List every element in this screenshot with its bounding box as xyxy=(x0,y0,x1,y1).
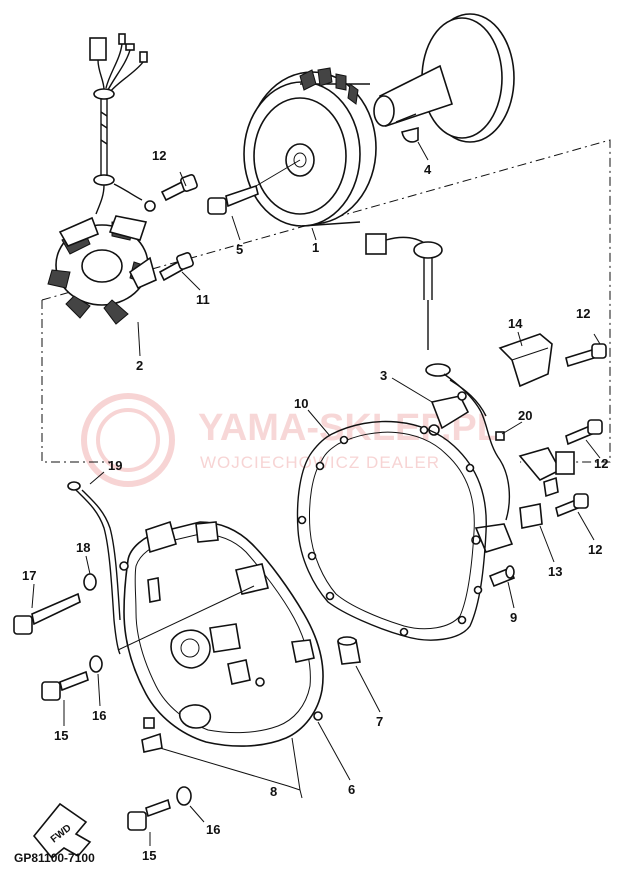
callout-12-sensor: 12 xyxy=(594,456,608,471)
callout-1: 1 xyxy=(312,240,319,255)
diagram-code: GP81100-7100 xyxy=(14,851,95,865)
sensor-20 xyxy=(495,431,575,498)
watermark-logo-icon xyxy=(81,393,175,487)
bolt-12-sensor xyxy=(565,419,603,446)
bolt-12-lower xyxy=(555,493,589,518)
stator-coil xyxy=(47,215,157,325)
collar-7 xyxy=(337,636,361,665)
fwd-arrow: FWD xyxy=(32,802,92,860)
starter-clutch-wheel xyxy=(373,13,515,143)
callout-15-bottom: 15 xyxy=(142,848,156,863)
crankcase-cover xyxy=(119,520,324,747)
callout-16-middle: 16 xyxy=(92,708,106,723)
callout-9: 9 xyxy=(510,610,517,625)
dowel-pin-9 xyxy=(488,565,516,588)
pickup-coil-harness xyxy=(365,233,514,553)
dowel-6 xyxy=(141,717,163,753)
flywheel-rotor xyxy=(243,67,377,227)
grommet-holder xyxy=(519,503,543,529)
callout-17: 17 xyxy=(22,568,36,583)
callout-14: 14 xyxy=(508,316,523,331)
stator-wire-harness xyxy=(89,33,156,215)
rotor-bolt xyxy=(207,159,301,215)
washer-16-bottom xyxy=(176,786,192,806)
callout-8: 8 xyxy=(270,784,277,799)
callout-11: 11 xyxy=(196,292,210,307)
callout-2: 2 xyxy=(136,358,143,373)
crankcase-cover-gasket xyxy=(296,420,487,641)
callout-19: 19 xyxy=(108,458,122,473)
callout-12-bracket: 12 xyxy=(576,306,590,321)
bolt-15-bottom xyxy=(127,798,171,831)
bolt-15-middle xyxy=(41,670,89,701)
callout-18: 18 xyxy=(76,540,90,555)
callout-10: 10 xyxy=(294,396,308,411)
callout-6: 6 xyxy=(348,782,355,797)
bolt-11-stator xyxy=(158,252,194,282)
washer-18 xyxy=(83,573,97,591)
lead-wire-bracket xyxy=(498,333,553,388)
callout-12-stator: 12 xyxy=(152,148,166,163)
washer-16-middle xyxy=(89,655,103,673)
callout-12-lower: 12 xyxy=(588,542,602,557)
callout-7: 7 xyxy=(376,714,383,729)
callout-5: 5 xyxy=(236,242,243,257)
callout-13: 13 xyxy=(548,564,562,579)
bolt-17 xyxy=(13,592,81,635)
callout-15-middle: 15 xyxy=(54,728,68,743)
bolt-12-stator xyxy=(160,174,198,202)
callout-3: 3 xyxy=(380,368,387,383)
callout-20: 20 xyxy=(518,408,532,423)
leader-lines xyxy=(31,141,601,846)
woodruff-key xyxy=(401,126,419,143)
callout-numbers: 1 2 3 4 5 6 7 8 9 10 11 12 12 12 12 13 1… xyxy=(22,148,608,863)
callout-4: 4 xyxy=(424,162,432,177)
breather-hose xyxy=(67,481,121,655)
callout-16-bottom: 16 xyxy=(206,822,220,837)
bolt-12-bracket xyxy=(565,343,607,368)
